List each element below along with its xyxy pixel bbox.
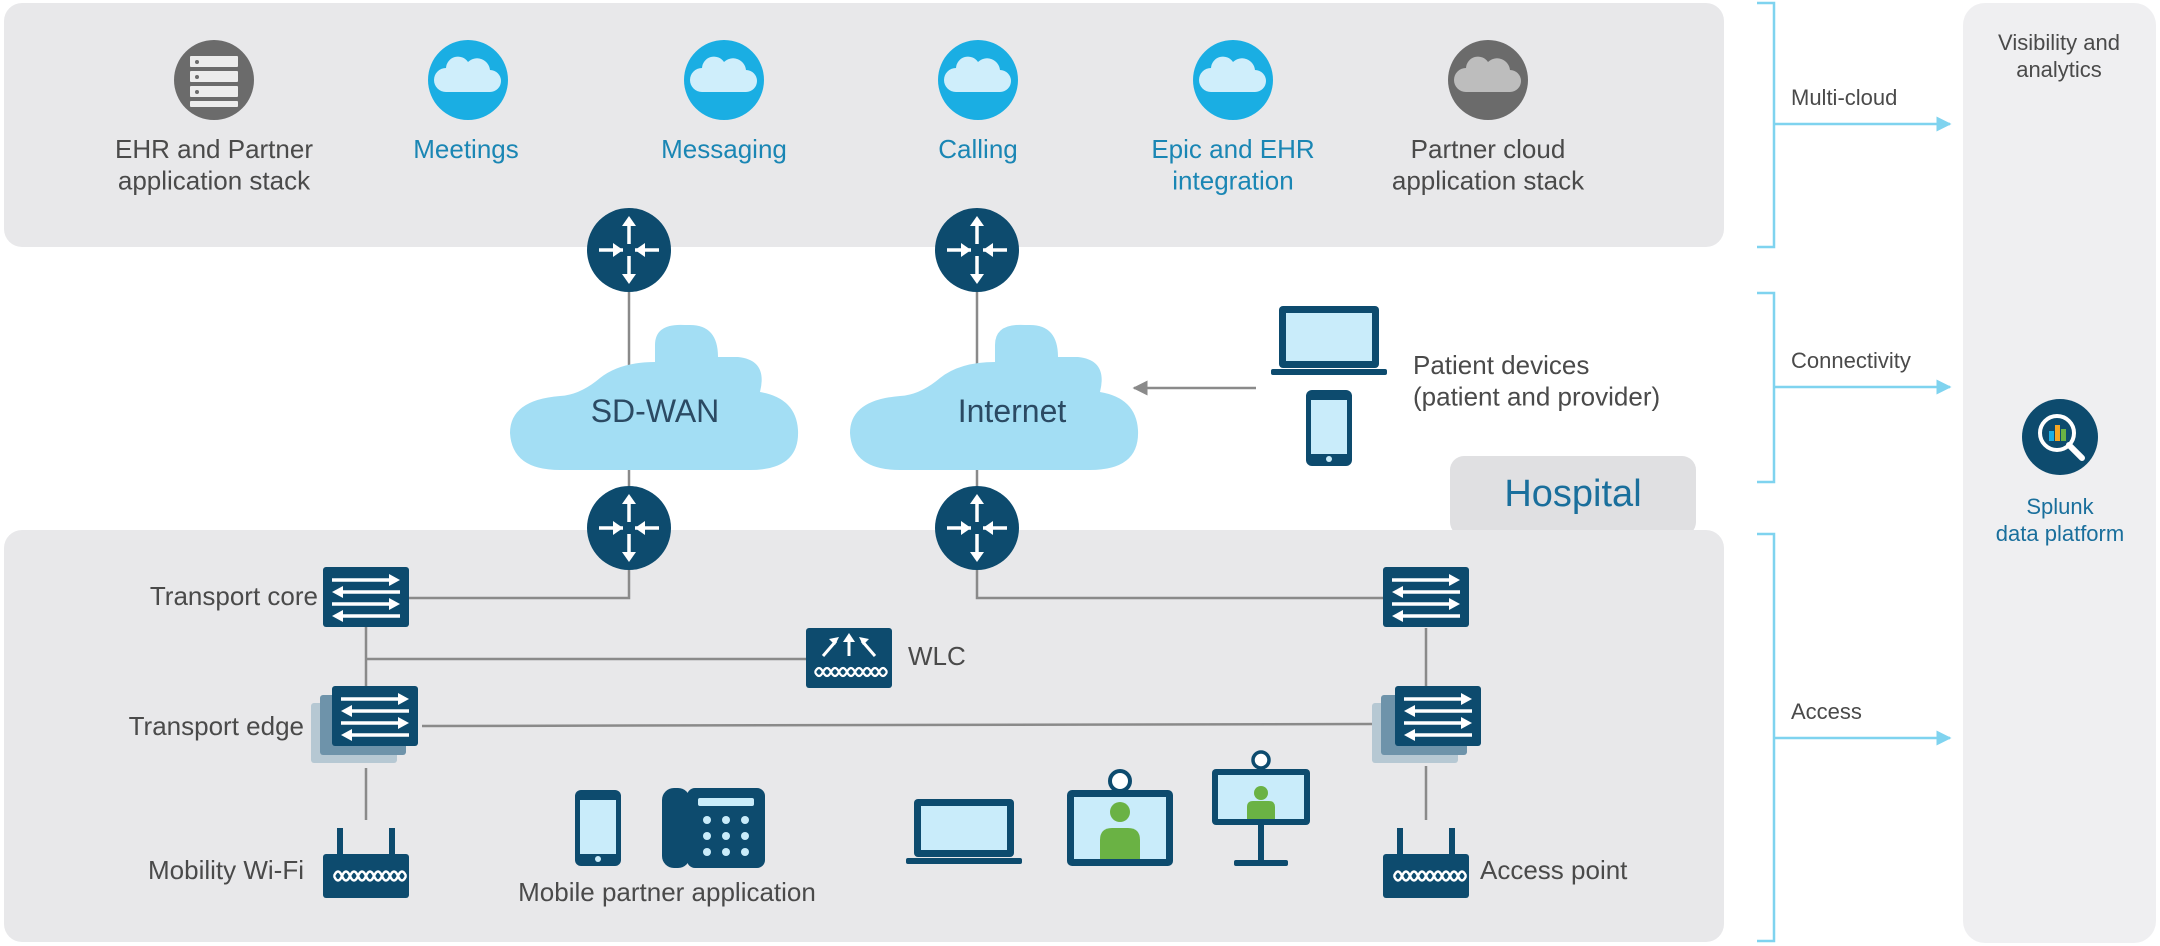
transport-edge-switch-stack-icon bbox=[311, 684, 420, 763]
mobile-partner-application-label: Mobile partner application bbox=[518, 877, 816, 907]
internet-cloud: Internet bbox=[850, 324, 1139, 470]
smartphone-icon bbox=[1306, 390, 1352, 466]
video-conference-device-icon bbox=[1212, 750, 1310, 866]
laptop-icon bbox=[906, 799, 1022, 864]
sdwan-label: SD-WAN bbox=[591, 393, 720, 429]
smartphone-icon bbox=[575, 790, 621, 866]
cloud-icon bbox=[1193, 40, 1273, 120]
sdwan-cloud: SD-WAN bbox=[510, 324, 799, 470]
wlc-icon bbox=[806, 628, 892, 688]
video-endpoint-icon bbox=[1067, 769, 1173, 866]
layer-label-connectivity: Connectivity bbox=[1791, 348, 1911, 373]
cloud-icon bbox=[428, 40, 508, 120]
transport-edge-label: Transport edge bbox=[129, 711, 304, 741]
cloud-icon bbox=[938, 40, 1018, 120]
layer-brackets bbox=[1757, 1, 1952, 943]
router-icon bbox=[585, 484, 673, 572]
cloud-icon bbox=[1448, 40, 1528, 120]
hospital-panel bbox=[4, 530, 1724, 942]
service-label-calling: Calling bbox=[938, 134, 1018, 164]
patient-devices-label: Patient devices(patient and provider) bbox=[1413, 350, 1660, 412]
cloud-icon bbox=[684, 40, 764, 120]
service-label-messaging: Messaging bbox=[661, 134, 787, 164]
layer-label-access: Access bbox=[1791, 699, 1862, 724]
splunk-search-icon bbox=[2022, 399, 2098, 475]
hospital-tab-label: Hospital bbox=[1504, 473, 1641, 515]
hospital-tab-panel bbox=[1450, 456, 1696, 536]
server-stack-icon bbox=[174, 40, 254, 120]
mobility-wifi-label: Mobility Wi-Fi bbox=[148, 855, 304, 885]
transport-edge-switch-stack-icon bbox=[1372, 684, 1483, 763]
transport-core-switch-icon bbox=[1381, 565, 1471, 629]
transport-core-label: Transport core bbox=[150, 581, 318, 611]
access-point-label: Access point bbox=[1480, 855, 1628, 885]
wlc-label: WLC bbox=[908, 641, 966, 671]
internet-label: Internet bbox=[958, 393, 1067, 429]
laptop-icon bbox=[1271, 306, 1387, 375]
transport-core-switch-icon bbox=[321, 565, 411, 629]
desk-phone-icon bbox=[662, 788, 765, 868]
router-icon bbox=[933, 206, 1021, 294]
service-label-meetings: Meetings bbox=[413, 134, 519, 164]
router-icon bbox=[933, 484, 1021, 572]
layer-label-multi-cloud: Multi-cloud bbox=[1791, 85, 1897, 110]
router-icon bbox=[585, 206, 673, 294]
multi-cloud-panel bbox=[4, 3, 1724, 247]
